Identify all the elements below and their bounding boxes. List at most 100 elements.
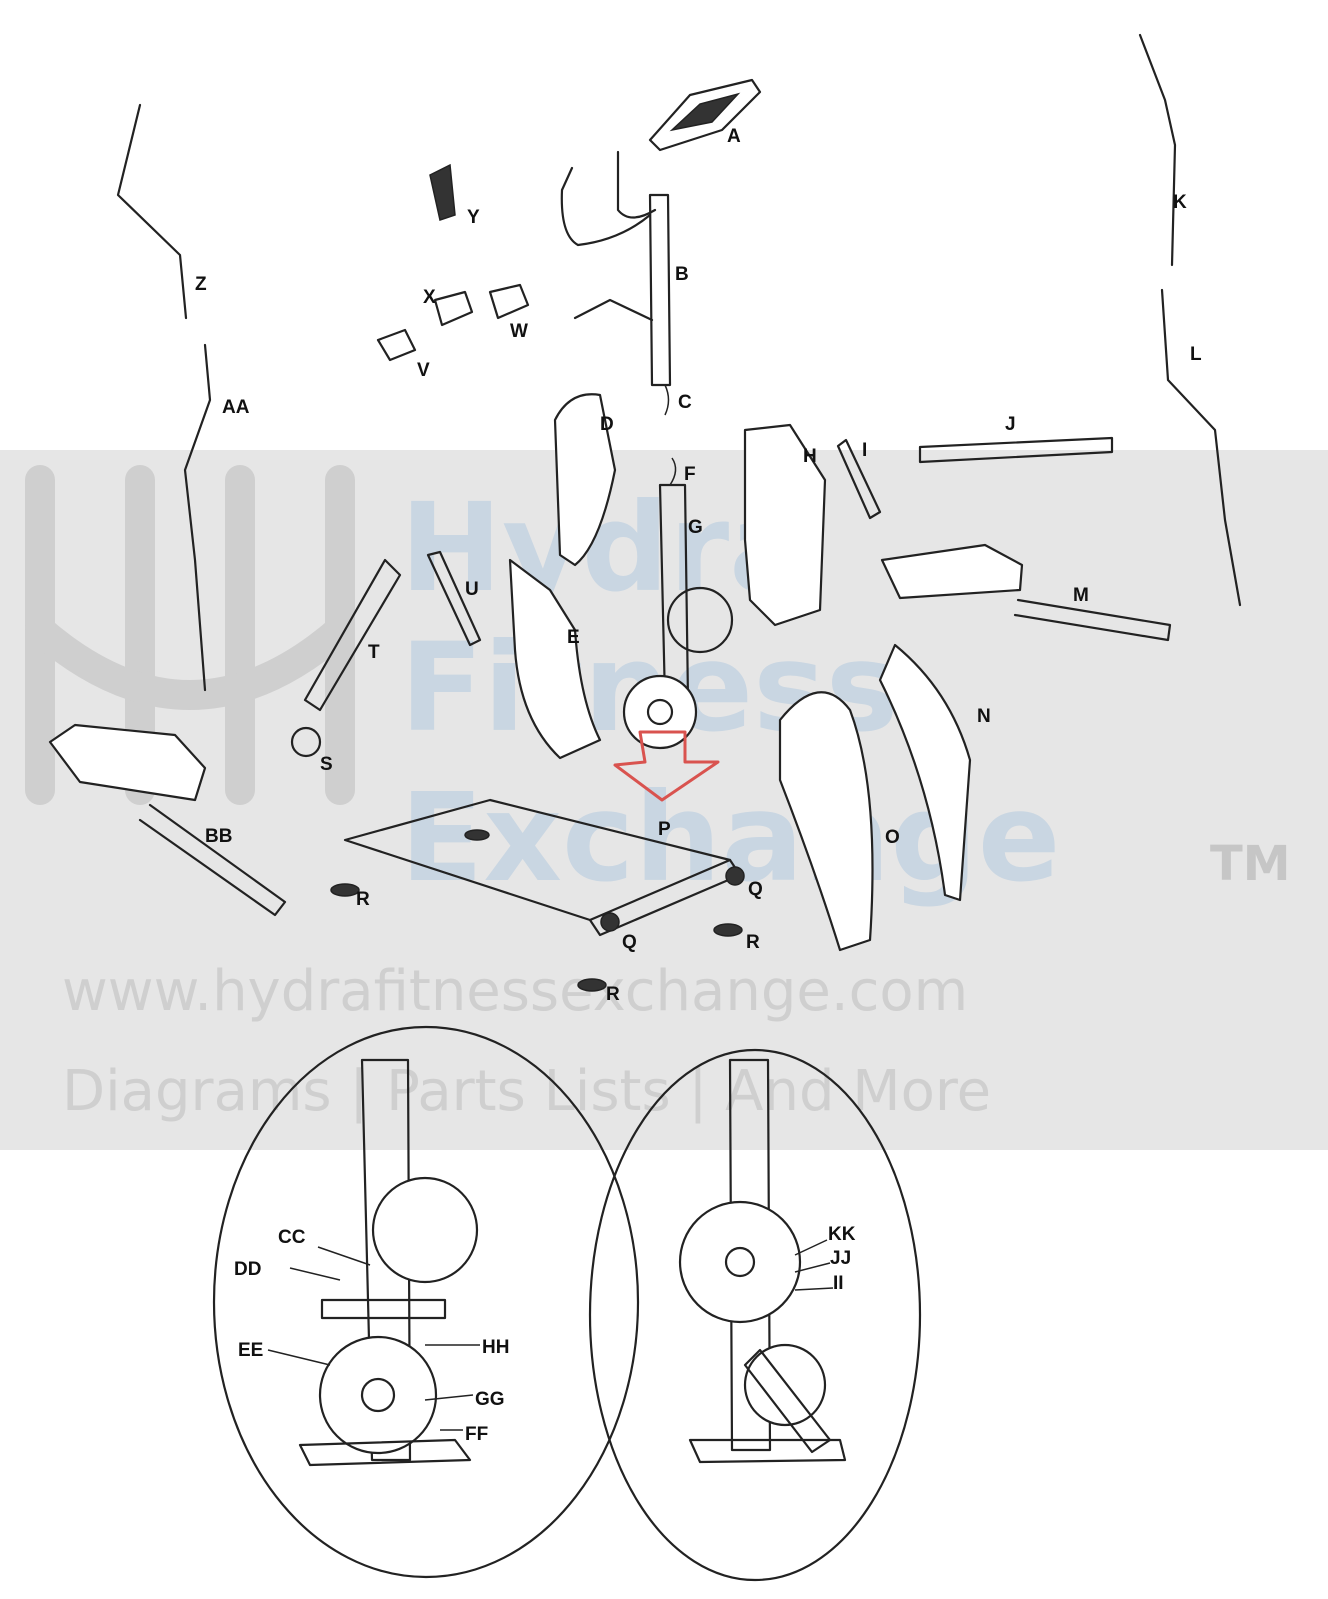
label-q2: Q bbox=[622, 932, 637, 953]
front-cover-lower bbox=[508, 558, 602, 760]
label-r1: R bbox=[356, 889, 370, 910]
leveling-foot-r3 bbox=[577, 978, 607, 992]
end-cap-w bbox=[488, 283, 530, 320]
right-arm-upper bbox=[1138, 33, 1177, 267]
flywheel bbox=[622, 674, 698, 750]
label-z: Z bbox=[195, 274, 207, 295]
leader-dd bbox=[289, 1267, 341, 1281]
label-kk: KK bbox=[828, 1224, 856, 1245]
detail-right-foot bbox=[688, 1438, 847, 1464]
wire-c bbox=[664, 384, 670, 416]
side-cover-rear bbox=[743, 423, 827, 627]
flywheel-hub bbox=[646, 698, 674, 726]
wheel-q2 bbox=[600, 912, 620, 932]
label-dd: DD bbox=[234, 1259, 261, 1280]
label-h: H bbox=[803, 446, 817, 467]
label-gg: GG bbox=[475, 1389, 505, 1410]
left-pedal-arm bbox=[138, 803, 287, 917]
label-m: M bbox=[1073, 585, 1089, 606]
watermark-tagline: Diagrams | Parts Lists | And More bbox=[62, 1059, 991, 1124]
right-arm-lower bbox=[1160, 288, 1242, 607]
left-arm-upper bbox=[116, 103, 188, 320]
label-d: D bbox=[600, 414, 614, 435]
upright-mast bbox=[648, 193, 672, 387]
leader-kk bbox=[794, 1239, 828, 1256]
label-jj: JJ bbox=[830, 1248, 851, 1269]
label-l: L bbox=[1190, 344, 1202, 365]
label-cc: CC bbox=[278, 1227, 306, 1248]
right-pedal-arm bbox=[1013, 598, 1172, 642]
bracket-y bbox=[429, 163, 456, 221]
label-r3: R bbox=[606, 984, 620, 1005]
detail-left-foot bbox=[298, 1438, 472, 1467]
end-cap-v bbox=[376, 328, 417, 362]
leveling-foot-r1 bbox=[330, 883, 360, 897]
label-ii: II bbox=[833, 1273, 844, 1294]
detail-left-pulley bbox=[371, 1176, 479, 1284]
detail-left-flywheel bbox=[318, 1335, 438, 1455]
label-t: T bbox=[368, 642, 380, 663]
label-g: G bbox=[688, 517, 703, 538]
label-s: S bbox=[320, 754, 333, 775]
detail-left-crossbar bbox=[320, 1298, 447, 1320]
label-q1: Q bbox=[748, 879, 763, 900]
crank-arm bbox=[836, 438, 882, 520]
highlight-arrow-icon bbox=[613, 730, 720, 802]
link-bushing bbox=[290, 726, 322, 758]
left-pedal bbox=[48, 723, 207, 802]
console-screen bbox=[669, 92, 741, 132]
leader-jj bbox=[794, 1262, 831, 1273]
leader-ii bbox=[794, 1287, 834, 1291]
detail-left-post bbox=[360, 1058, 412, 1462]
label-x: X bbox=[423, 287, 436, 308]
watermark-url: www.hydrafitnessexchange.com bbox=[62, 959, 968, 1024]
wire-f bbox=[669, 457, 677, 486]
upright-handlebars-right bbox=[616, 150, 657, 219]
label-hh: HH bbox=[482, 1337, 509, 1358]
label-bb: BB bbox=[205, 826, 232, 847]
label-p: P bbox=[658, 819, 671, 840]
label-k: K bbox=[1173, 192, 1187, 213]
detail-left-flywheel-hub bbox=[360, 1377, 396, 1413]
right-pedal bbox=[880, 543, 1024, 600]
leveling-foot-r2 bbox=[713, 923, 743, 937]
label-w: W bbox=[510, 321, 528, 342]
label-o: O bbox=[885, 827, 900, 848]
wheel-q1 bbox=[725, 866, 745, 886]
front-cover-upper bbox=[553, 393, 617, 567]
label-b: B bbox=[675, 264, 689, 285]
leveling-foot-center bbox=[464, 829, 490, 841]
detail-right-flywheel bbox=[743, 1343, 827, 1427]
leader-gg bbox=[424, 1394, 474, 1401]
label-f: F bbox=[684, 464, 696, 485]
left-arm-lower bbox=[183, 343, 212, 692]
label-v: V bbox=[417, 360, 430, 381]
link-arm-u bbox=[426, 550, 482, 647]
detail-right-pulley bbox=[678, 1200, 802, 1324]
link-arm-t bbox=[303, 558, 402, 712]
leader-cc bbox=[317, 1246, 371, 1266]
label-r2: R bbox=[746, 932, 760, 953]
detail-right-pulley-hub bbox=[724, 1246, 756, 1278]
end-cap-x bbox=[433, 290, 474, 327]
upright-handlebars bbox=[560, 166, 652, 247]
leader-ee bbox=[267, 1349, 331, 1366]
drive-pulley bbox=[666, 586, 734, 654]
label-aa: AA bbox=[222, 397, 250, 418]
detail-right-strut bbox=[743, 1348, 832, 1454]
detail-view-right bbox=[588, 1048, 922, 1582]
label-c: C bbox=[678, 392, 692, 413]
rear-cover-n bbox=[878, 643, 972, 902]
detail-ellipse-right bbox=[588, 1048, 922, 1582]
watermark-logo-icon bbox=[25, 465, 355, 805]
label-j: J bbox=[1005, 414, 1016, 435]
label-ee: EE bbox=[238, 1340, 263, 1361]
part-drawings bbox=[48, 33, 1242, 992]
rear-cover-o bbox=[778, 691, 874, 952]
label-e: E bbox=[567, 627, 580, 648]
label-u: U bbox=[465, 579, 479, 600]
label-n: N bbox=[977, 706, 991, 727]
label-ff: FF bbox=[465, 1424, 488, 1445]
label-y: Y bbox=[467, 207, 480, 228]
